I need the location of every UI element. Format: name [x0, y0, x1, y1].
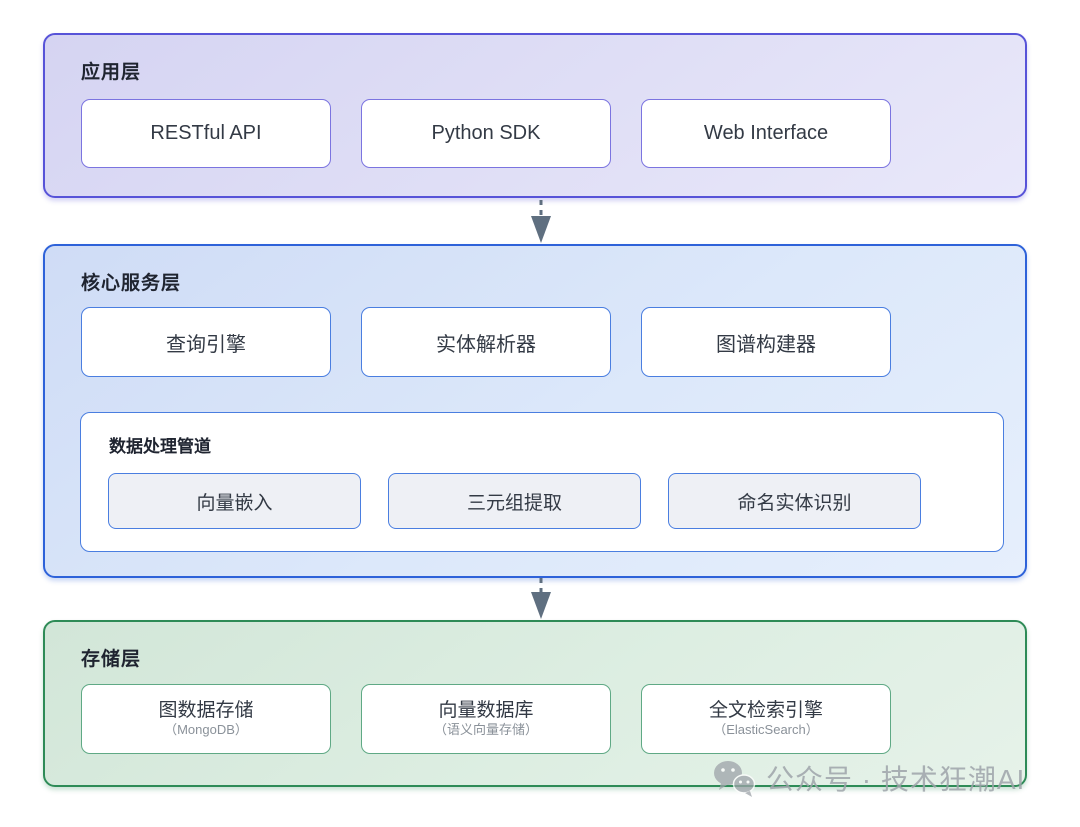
storage-node-row: 图数据存储 （MongoDB） 向量数据库 （语义向量存储） 全文检索引擎 （E… [81, 684, 891, 754]
node-query-engine: 查询引擎 [81, 307, 331, 377]
layer-storage: 存储层 图数据存储 （MongoDB） 向量数据库 （语义向量存储） 全文检索引… [43, 620, 1027, 787]
node-query-engine-label: 查询引擎 [166, 333, 246, 356]
layer-application: 应用层 RESTful API Python SDK Web Interface [43, 33, 1027, 198]
node-restful-api-label: RESTful API [150, 122, 262, 144]
layer-core-services-label: 核心服务层 [81, 273, 182, 294]
layer-storage-label: 存储层 [81, 649, 142, 670]
node-vector-database-title: 向量数据库 [438, 699, 534, 721]
data-pipeline-group: 数据处理管道 向量嵌入 三元组提取 命名实体识别 [80, 412, 1004, 552]
core-services-node-row: 查询引擎 实体解析器 图谱构建器 [81, 307, 891, 377]
wechat-icon [714, 761, 756, 797]
node-python-sdk-label: Python SDK [431, 122, 541, 144]
flow-arrow-down-icon [531, 200, 551, 243]
watermark-text: 公众号 · 技术狂潮AI [766, 764, 1026, 795]
node-python-sdk: Python SDK [361, 99, 611, 168]
flow-arrow-down-icon [531, 578, 551, 619]
node-entity-resolver: 实体解析器 [361, 307, 611, 377]
node-graph-store-subtitle: （MongoDB） [164, 722, 248, 738]
node-named-entity-recognition: 命名实体识别 [668, 473, 921, 529]
node-graph-store-title: 图数据存储 [158, 699, 254, 721]
node-vector-database: 向量数据库 （语义向量存储） [361, 684, 611, 754]
node-fulltext-search-engine: 全文检索引擎 （ElasticSearch） [641, 684, 891, 754]
node-vector-embedding-label: 向量嵌入 [196, 492, 273, 514]
watermark: 公众号 · 技术狂潮AI [712, 758, 1025, 798]
layer-application-label: 应用层 [81, 62, 142, 83]
layer-core-services: 核心服务层 查询引擎 实体解析器 图谱构建器 数据处理管道 向量嵌入 三元组提取 [43, 244, 1027, 578]
node-web-interface-label: Web Interface [703, 122, 829, 144]
node-entity-resolver-label: 实体解析器 [436, 333, 536, 356]
pipeline-node-row: 向量嵌入 三元组提取 命名实体识别 [108, 473, 921, 529]
node-triple-extraction: 三元组提取 [388, 473, 641, 529]
node-graph-store: 图数据存储 （MongoDB） [81, 684, 331, 754]
node-triple-extraction-label: 三元组提取 [466, 492, 562, 514]
node-fulltext-search-engine-title: 全文检索引擎 [708, 699, 823, 721]
node-named-entity-recognition-label: 命名实体识别 [737, 492, 852, 514]
node-restful-api: RESTful API [81, 99, 331, 168]
node-fulltext-search-engine-subtitle: （ElasticSearch） [713, 722, 819, 738]
node-web-interface: Web Interface [641, 99, 891, 168]
node-vector-embedding: 向量嵌入 [108, 473, 361, 529]
node-graph-builder: 图谱构建器 [641, 307, 891, 377]
data-pipeline-label: 数据处理管道 [109, 437, 211, 456]
application-node-row: RESTful API Python SDK Web Interface [81, 99, 891, 168]
node-vector-database-subtitle: （语义向量存储） [433, 722, 538, 738]
node-graph-builder-label: 图谱构建器 [716, 333, 816, 356]
